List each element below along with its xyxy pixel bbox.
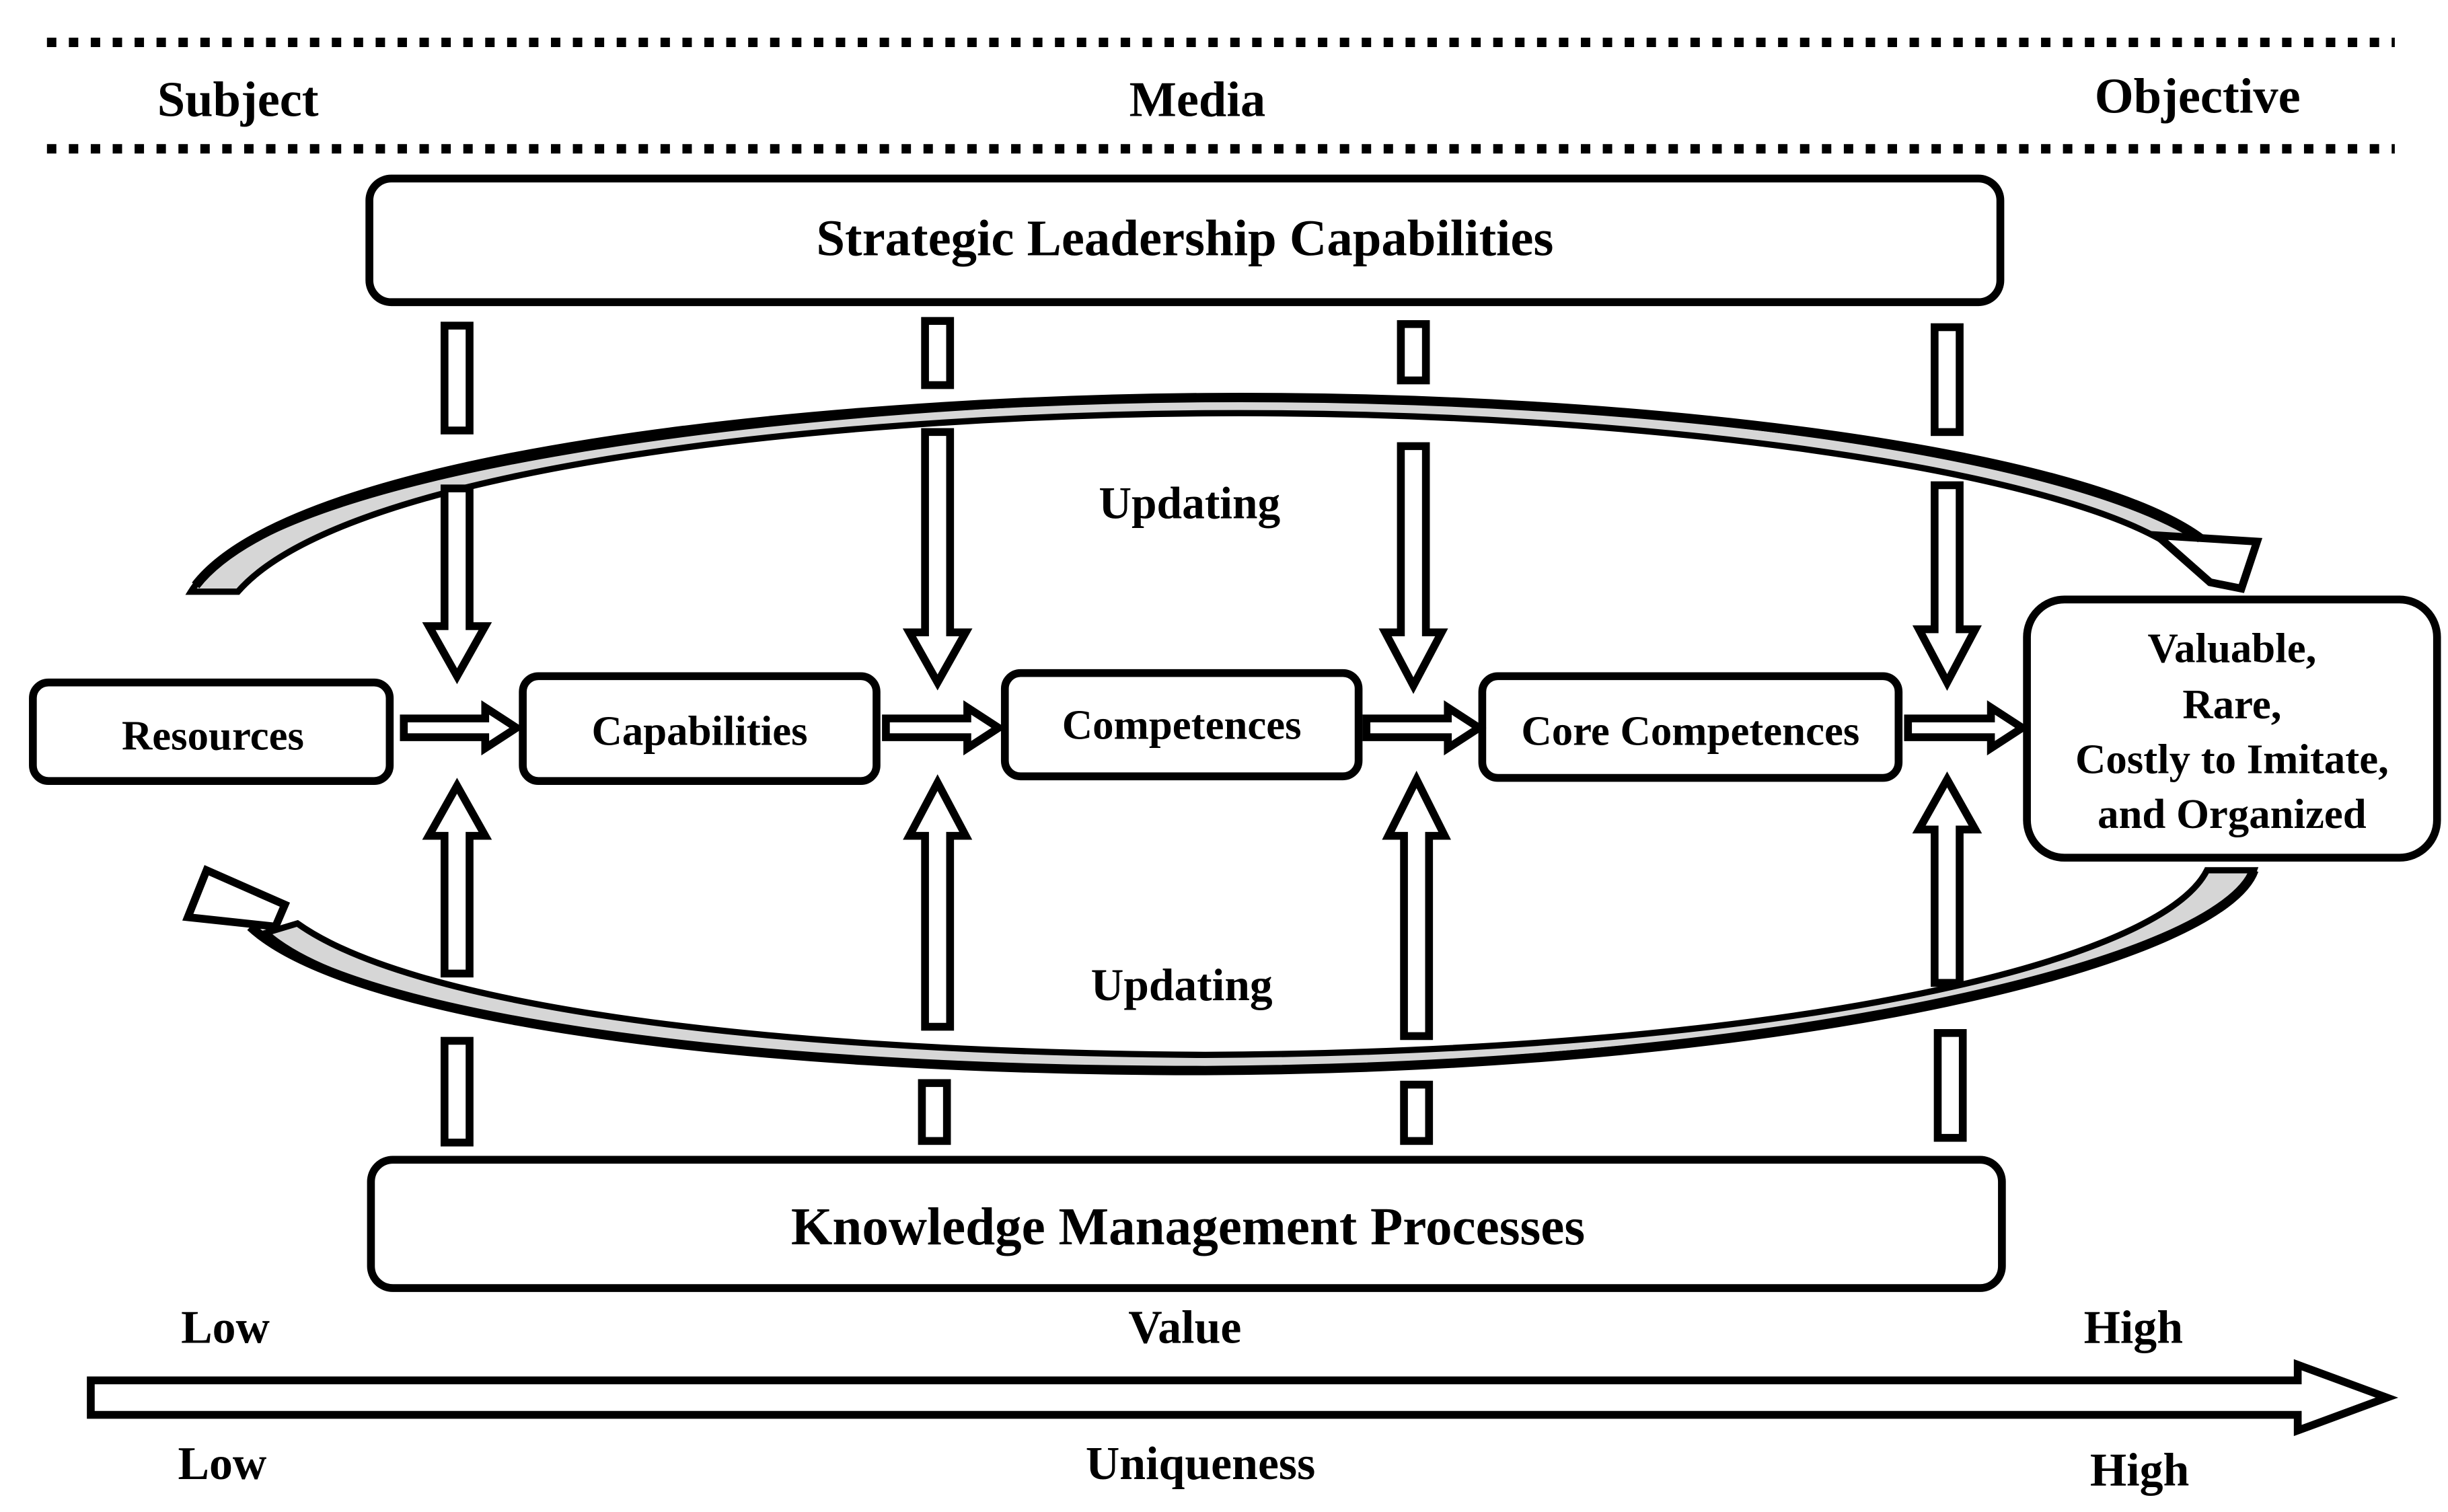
uniqueness-label: Uniqueness (1086, 1438, 1315, 1490)
core-to-objective-arrow (1904, 700, 2030, 756)
down-arrow-4 (1912, 481, 1982, 691)
capabilities-label: Capabilities (591, 708, 807, 755)
capabilities-to-competences-arrow (882, 700, 1006, 756)
objective-line-2: Rare, (2182, 681, 2281, 728)
header-media: Media (1129, 72, 1266, 127)
strategic-leadership-box (365, 174, 2005, 307)
bottom-stub-1 (440, 1036, 474, 1147)
objective-line-4: and Organized (2098, 790, 2367, 837)
top-stub-4 (1931, 323, 1964, 437)
capabilities-box (519, 672, 881, 786)
bottom-stub-2 (918, 1079, 951, 1145)
resources-label: Resources (122, 712, 304, 759)
top-updating-loop-arrow (185, 393, 2263, 595)
strategic-leadership-label: Strategic Leadership Capabilities (816, 209, 1553, 266)
value-label: Value (1128, 1302, 1241, 1354)
top-stub-3 (1397, 320, 1430, 385)
core-competences-label: Core Competences (1521, 708, 1859, 755)
up-arrow-3 (1382, 770, 1451, 1041)
competences-label: Competences (1062, 701, 1302, 748)
knowledge-management-label: Knowledge Management Processes (791, 1198, 1585, 1256)
objective-line-3: Costly to Imitate, (2075, 736, 2389, 783)
updating-bottom-label: Updating (1091, 960, 1273, 1010)
bottom-stub-3 (1400, 1080, 1434, 1145)
down-arrow-2 (902, 428, 973, 691)
value-uniqueness-scale-arrow (87, 1359, 2399, 1437)
top-stub-2 (921, 317, 955, 389)
uniqueness-low-label: Low (178, 1438, 266, 1490)
down-arrow-1 (422, 484, 492, 685)
objective-line-1: Valuable, (2148, 624, 2317, 671)
value-low-label: Low (181, 1302, 270, 1354)
resources-box (29, 678, 394, 786)
value-high-label: High (2084, 1302, 2183, 1354)
knowledge-management-box (367, 1156, 2006, 1292)
up-arrow-4 (1912, 771, 1982, 987)
down-arrow-3 (1378, 442, 1448, 694)
uniqueness-high-label: High (2090, 1444, 2189, 1496)
resources-to-capabilities-arrow (400, 700, 524, 756)
top-stub-1 (440, 322, 474, 434)
up-arrow-1 (422, 778, 492, 978)
bottom-updating-loop-arrow (182, 865, 2259, 1075)
bottom-stub-4 (1933, 1029, 1967, 1142)
updating-top-label: Updating (1099, 478, 1280, 528)
up-arrow-2 (903, 774, 973, 1031)
header-objective: Objective (2095, 69, 2301, 124)
header-subject: Subject (157, 72, 319, 127)
competences-box (1000, 669, 1363, 781)
objective-text: Valuable, Rare, Costly to Imitate, and O… (2075, 624, 2389, 837)
competences-to-core-arrow (1362, 700, 1487, 756)
